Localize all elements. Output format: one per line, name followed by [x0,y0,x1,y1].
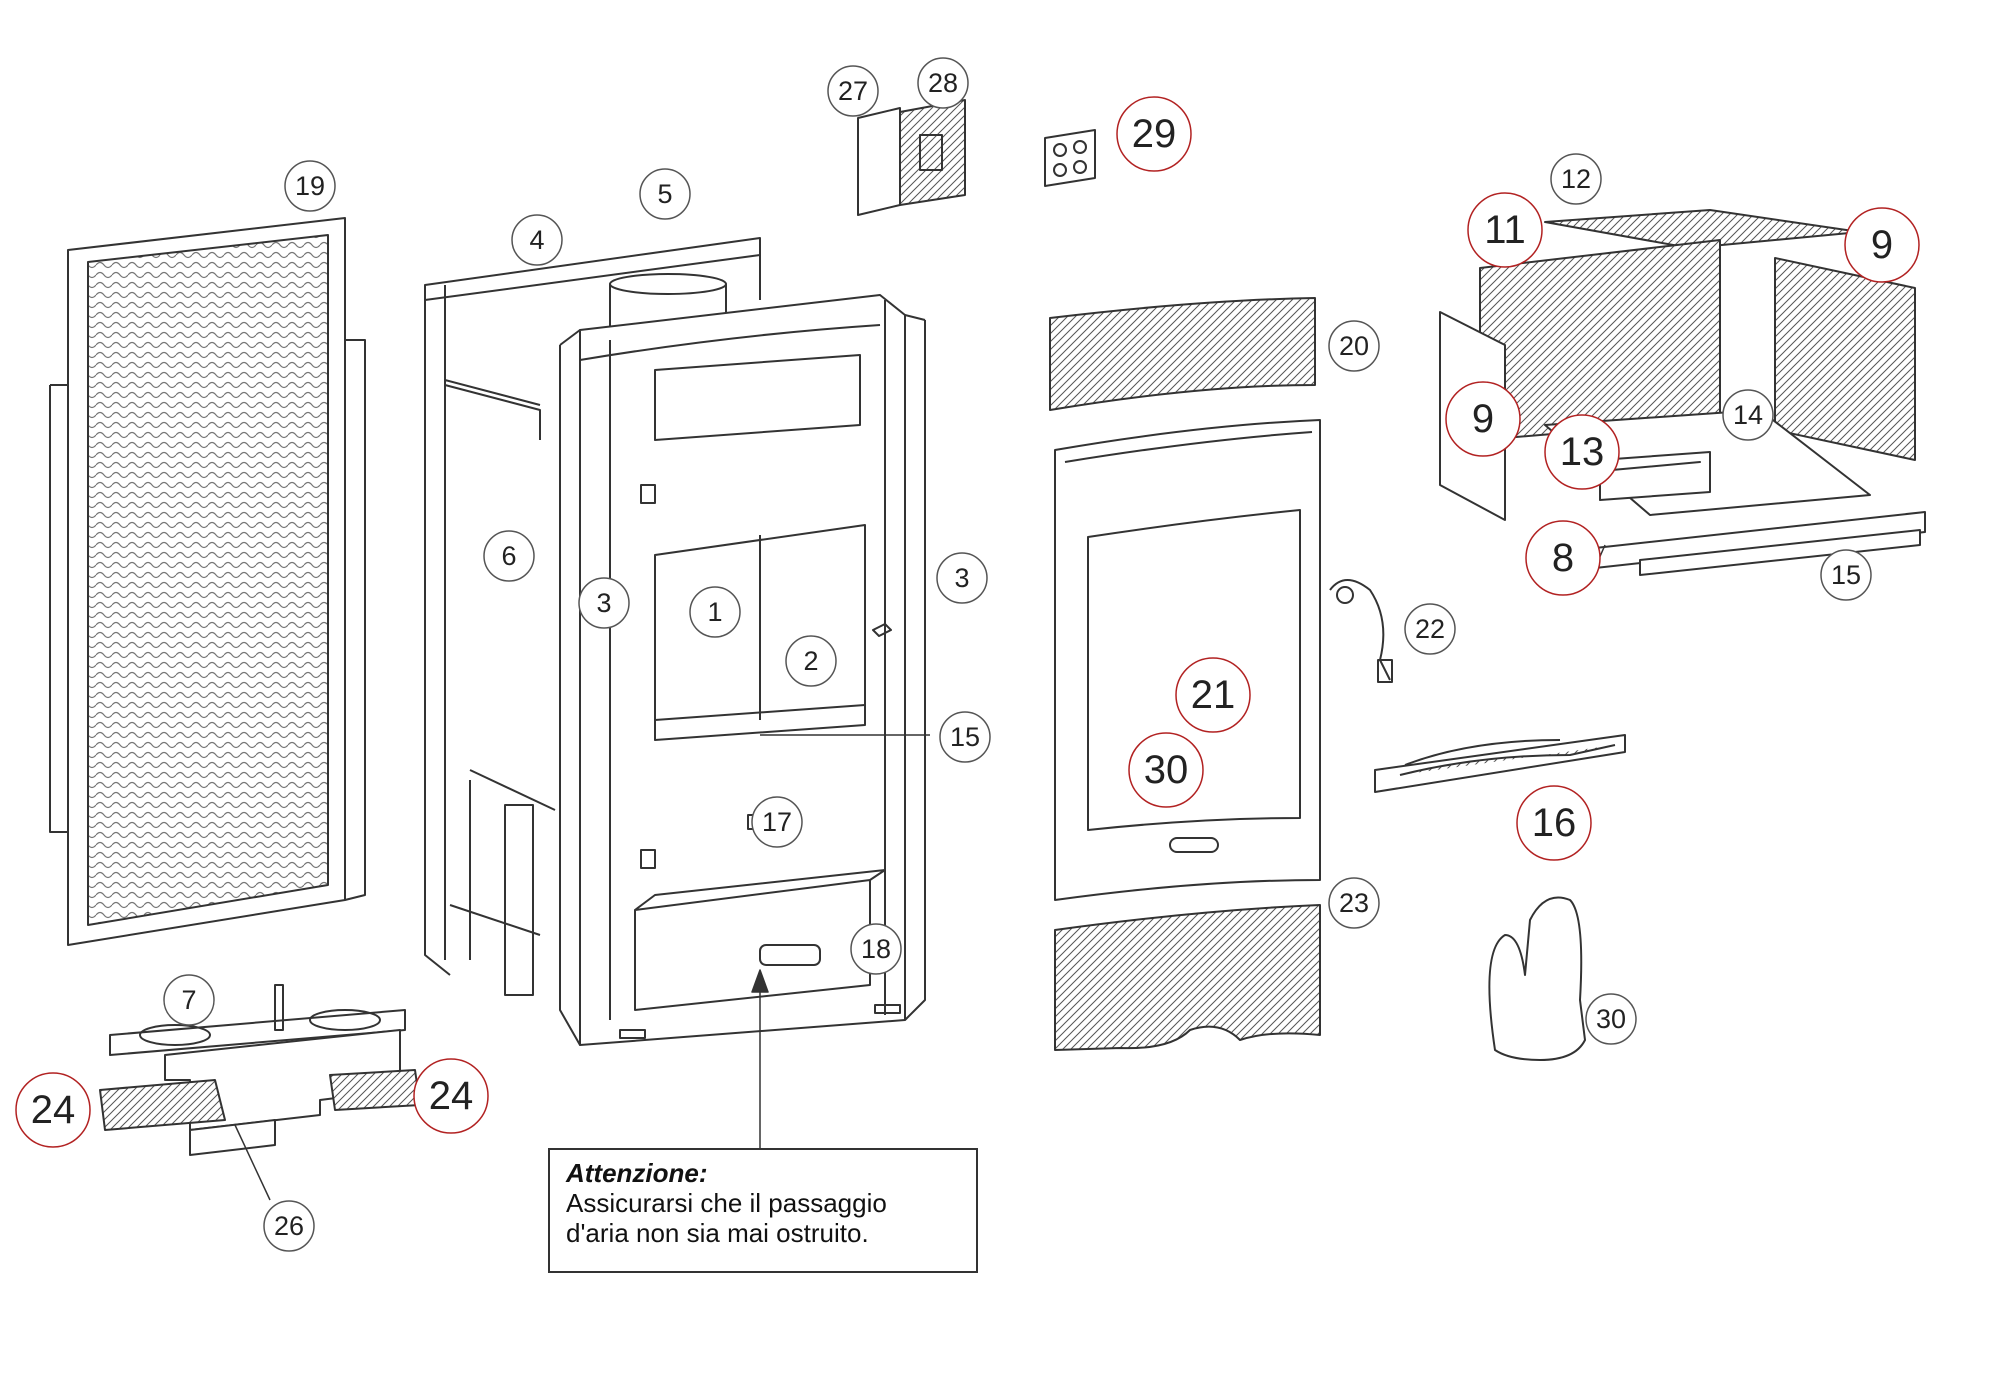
callout-circle-19 [284,160,336,212]
side-panel-19 [49,217,366,946]
callout-circle-12 [1550,153,1602,205]
callout-circle-29 [1116,96,1192,172]
callout-circle-6 [483,530,535,582]
warning-line-1: Assicurarsi che il passaggio [566,1188,887,1218]
callout-3a: 3 [596,588,611,618]
callout-15a: 15 [1831,560,1861,590]
bottom-grille-23 [1054,904,1321,1051]
callout-27: 27 [838,76,868,106]
callout-circle-15a [1820,549,1872,601]
callout-30b: 30 [1596,1004,1626,1034]
callout-circle-28 [917,57,969,109]
callout-5: 5 [657,179,672,209]
callout-labels: 19 4 5 27 28 29 12 11 9 20 9 14 13 6 3 3… [31,68,1893,1241]
callout-circle-8 [1525,520,1601,596]
top-grille-20 [1049,297,1316,411]
leader-lines [234,544,1641,1201]
callouts [15,57,1920,1252]
callout-24a: 24 [31,1088,76,1132]
stove-main-body [559,294,926,1046]
callout-1: 1 [707,597,722,627]
callout-15b: 15 [950,722,980,752]
warning-line-2: d'aria non sia mai ostruito. [566,1218,869,1248]
callout-circle-5 [639,168,691,220]
bracket-27-28 [857,99,966,216]
callout-circle-11 [1467,192,1543,268]
part-16 [1374,734,1626,793]
callout-circle-17 [751,796,803,848]
firebox-panels [1439,209,1926,576]
callout-24b: 24 [429,1074,474,1118]
callout-9a: 9 [1871,223,1893,267]
callout-circle-9a [1844,207,1920,283]
callout-circle-21 [1175,657,1251,733]
callout-circle-14 [1722,389,1774,441]
rear-frame [424,237,761,996]
callout-circle-7 [163,974,215,1026]
callout-circle-24a [15,1072,91,1148]
callout-20: 20 [1339,331,1369,361]
callout-circle-22 [1404,603,1456,655]
callout-4: 4 [529,225,544,255]
callout-circle-16 [1516,785,1592,861]
callout-13: 13 [1560,430,1605,474]
callout-9b: 9 [1472,397,1494,441]
control-plate-29 [1044,129,1096,187]
callout-circle-1 [689,586,741,638]
callout-circle-3a [578,577,630,629]
callout-19: 19 [295,171,325,201]
probe-22 [1329,579,1393,683]
callout-18: 18 [861,934,891,964]
callout-12: 12 [1561,164,1591,194]
callout-7: 7 [181,985,196,1015]
callout-14: 14 [1733,400,1763,430]
callout-circle-27 [827,65,879,117]
callout-circle-24b [413,1058,489,1134]
callout-circle-4 [511,214,563,266]
warning-note: Attenzione: Assicurarsi che il passaggio… [548,1148,978,1273]
fan-assembly-7-24-26 [99,984,421,1156]
callout-circle-26 [263,1200,315,1252]
callout-28: 28 [928,68,958,98]
callout-circle-2 [785,635,837,687]
callout-circle-23 [1328,877,1380,929]
callout-circle-30b [1585,993,1637,1045]
callout-17: 17 [762,807,792,837]
callout-30a: 30 [1144,748,1189,792]
callout-circle-20 [1328,320,1380,372]
callout-26: 26 [274,1211,304,1241]
callout-circle-9b [1445,381,1521,457]
glove-30 [1488,896,1586,1061]
callout-23: 23 [1339,888,1369,918]
callout-circle-18 [850,923,902,975]
front-door-21 [1054,419,1321,901]
callout-circle-30a [1128,732,1204,808]
callout-22: 22 [1415,614,1445,644]
callout-11: 11 [1484,208,1526,252]
callout-circle-15b [939,711,991,763]
callout-8: 8 [1552,536,1574,580]
callout-3b: 3 [954,563,969,593]
callout-21: 21 [1191,673,1236,717]
callout-circle-13 [1544,414,1620,490]
callout-6: 6 [501,541,516,571]
callout-16: 16 [1532,801,1577,845]
callout-29: 29 [1132,112,1177,156]
callout-2: 2 [803,646,818,676]
callout-circle-3b [936,552,988,604]
warning-title: Attenzione: [566,1158,708,1188]
